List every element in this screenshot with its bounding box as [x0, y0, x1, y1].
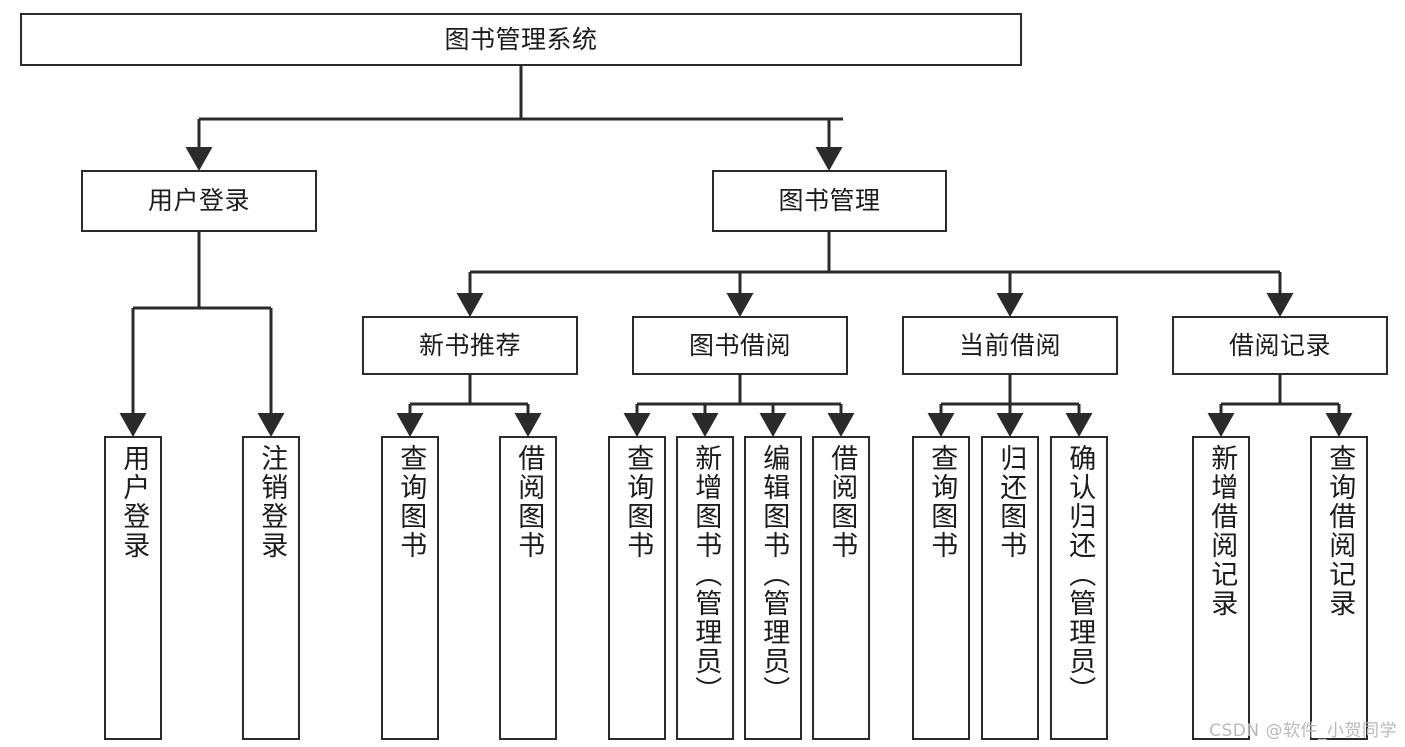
node-label: 新增图书（管理员） [690, 444, 722, 705]
node-label: 新增借阅记录 [1206, 444, 1238, 618]
node-label: 用户登录 [118, 444, 150, 560]
node-label: 借阅图书 [826, 444, 858, 560]
node-label: 注销登录 [256, 444, 288, 560]
node-label: 查询图书 [926, 444, 958, 560]
leaf-logout[interactable]: 注销登录 [242, 436, 300, 740]
leaf-borrow-book[interactable]: 借阅图书 [812, 436, 870, 740]
node-label: 归还图书 [995, 444, 1027, 560]
node-label: 图书管理 [778, 186, 881, 216]
leaf-query-book-borrow[interactable]: 查询图书 [608, 436, 666, 740]
node-root-book-management-system[interactable]: 图书管理系统 [20, 13, 1022, 66]
leaf-add-book-admin[interactable]: 新增图书（管理员） [676, 436, 734, 740]
node-current-borrow[interactable]: 当前借阅 [902, 316, 1118, 375]
node-label: 借阅记录 [1228, 330, 1331, 360]
csdn-watermark: CSDN @软件_小贺同学 [1209, 721, 1397, 741]
node-label: 图书借阅 [688, 330, 791, 360]
leaf-add-borrow-record[interactable]: 新增借阅记录 [1192, 436, 1250, 740]
node-book-borrow[interactable]: 图书借阅 [632, 316, 848, 375]
node-borrow-record[interactable]: 借阅记录 [1172, 316, 1388, 375]
leaf-query-book-recommend[interactable]: 查询图书 [381, 436, 439, 740]
node-label: 查询借阅记录 [1324, 444, 1356, 618]
leaf-user-login[interactable]: 用户登录 [104, 436, 162, 740]
node-user-login[interactable]: 用户登录 [81, 170, 317, 232]
node-label: 用户登录 [147, 186, 250, 216]
leaf-confirm-return-admin[interactable]: 确认归还（管理员） [1050, 436, 1108, 740]
node-label: 图书管理系统 [444, 24, 598, 54]
node-label: 查询图书 [395, 444, 427, 560]
node-label: 查询图书 [622, 444, 654, 560]
leaf-query-book-current[interactable]: 查询图书 [912, 436, 970, 740]
node-label: 编辑图书（管理员） [758, 444, 790, 705]
node-label: 借阅图书 [513, 444, 545, 560]
node-label: 当前借阅 [958, 330, 1061, 360]
leaf-borrow-book-recommend[interactable]: 借阅图书 [499, 436, 557, 740]
node-book-management[interactable]: 图书管理 [712, 170, 947, 232]
leaf-edit-book-admin[interactable]: 编辑图书（管理员） [744, 436, 802, 740]
node-label: 确认归还（管理员） [1064, 444, 1096, 705]
leaf-query-borrow-record[interactable]: 查询借阅记录 [1310, 436, 1368, 740]
leaf-return-book[interactable]: 归还图书 [981, 436, 1039, 740]
node-label: 新书推荐 [418, 330, 521, 360]
node-new-book-recommend[interactable]: 新书推荐 [362, 316, 578, 375]
